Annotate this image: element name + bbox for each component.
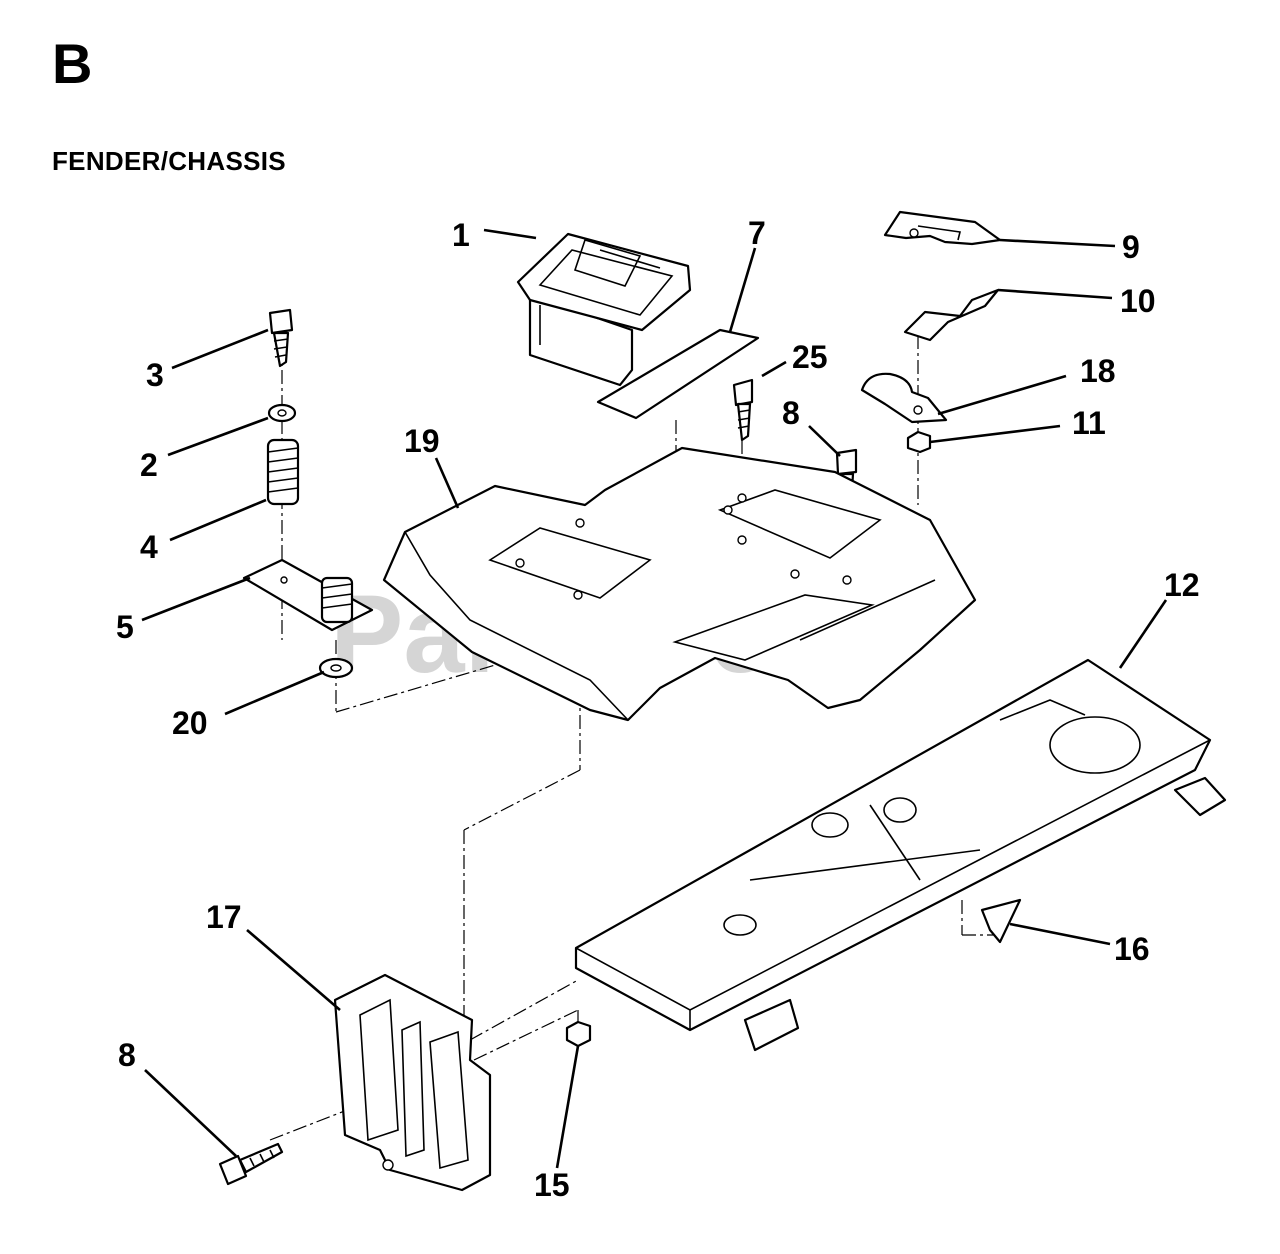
callout-15: 15 <box>534 1167 570 1203</box>
callout-3: 3 <box>146 357 164 393</box>
callout-2: 2 <box>140 447 158 483</box>
leader-lines <box>141 228 1168 1169</box>
callout-8-lower: 8 <box>118 1037 136 1073</box>
callout-11: 11 <box>1072 405 1106 441</box>
callout-18: 18 <box>1080 353 1116 389</box>
callout-7: 7 <box>748 215 766 251</box>
fender-19 <box>382 446 977 722</box>
cup-holder-tray <box>516 232 692 387</box>
spring-plate-5 <box>242 558 374 632</box>
bolt-3 <box>268 308 294 368</box>
nut-15 <box>565 1020 592 1048</box>
callout-4: 4 <box>140 529 158 565</box>
callout-17: 17 <box>206 899 242 935</box>
plate-10 <box>903 288 1000 342</box>
callout-19: 19 <box>404 423 440 459</box>
clamp-18 <box>860 372 948 424</box>
callout-9: 9 <box>1122 229 1140 265</box>
nut-11 <box>906 430 932 454</box>
callout-5: 5 <box>116 609 134 645</box>
section-letter: B <box>52 32 93 95</box>
callout-20: 20 <box>172 705 208 741</box>
callout-12: 12 <box>1164 567 1200 603</box>
spring-4 <box>266 438 300 506</box>
clip-16 <box>980 898 1022 944</box>
bolt-25 <box>732 378 754 442</box>
chassis-frame-12 <box>574 658 1227 1052</box>
callout-8-upper: 8 <box>782 395 800 431</box>
callout-1: 1 <box>452 217 470 253</box>
bolt-8-lower <box>218 1142 284 1186</box>
callout-25: 25 <box>792 339 828 375</box>
section-title: FENDER/CHASSIS <box>52 146 286 176</box>
callout-10: 10 <box>1120 283 1156 319</box>
callout-16: 16 <box>1114 931 1150 967</box>
bracket-9 <box>883 210 1002 246</box>
decal <box>596 328 760 420</box>
mounting-plate-17 <box>333 973 492 1192</box>
